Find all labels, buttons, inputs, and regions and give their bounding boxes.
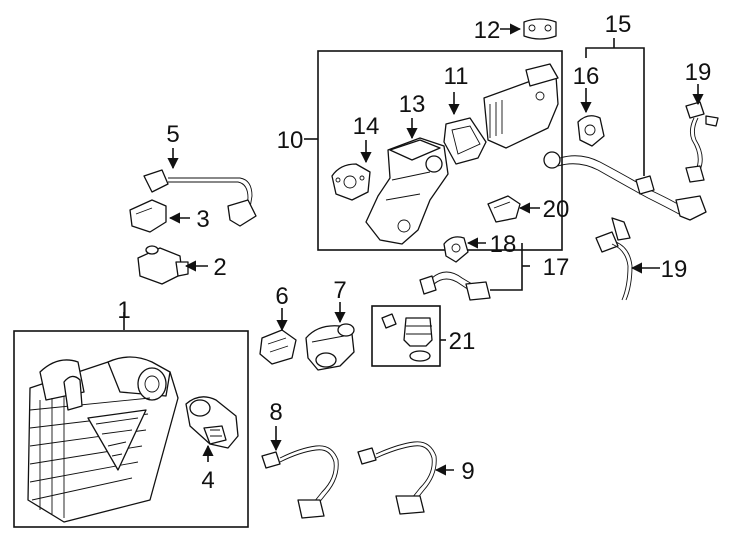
callout-6: 6 — [275, 283, 288, 310]
bracket-20 — [487, 195, 521, 223]
oxygen-sensor-9 — [357, 441, 437, 515]
callout-16: 16 — [573, 63, 600, 90]
callout-13: 13 — [399, 91, 426, 118]
gasket-14 — [331, 163, 371, 201]
callout-4: 4 — [201, 467, 214, 494]
callout-8: 8 — [269, 399, 282, 426]
callout-18: 18 — [490, 231, 517, 258]
bracket-3 — [129, 199, 167, 233]
callout-9: 9 — [461, 458, 474, 485]
purge-valve — [185, 396, 239, 449]
tube-17 — [419, 271, 491, 301]
egr-tube-15 — [543, 151, 707, 221]
canister-box — [13, 330, 249, 528]
callout-19-bottom: 19 — [661, 256, 688, 283]
callout-19-top: 19 — [685, 59, 712, 86]
pressure-sensor-2 — [137, 245, 189, 285]
sensor-19-bottom — [595, 217, 633, 301]
gasket-16 — [577, 115, 605, 147]
vapor-canister — [27, 356, 179, 523]
connector-6 — [259, 329, 297, 365]
callout-3: 3 — [196, 206, 209, 233]
callout-17: 17 — [543, 254, 570, 281]
egr-group-box — [317, 50, 563, 251]
fitting-21 — [381, 313, 433, 362]
sensor-harness-5 — [143, 169, 257, 227]
callout-5: 5 — [166, 121, 179, 148]
callout-14: 14 — [353, 113, 380, 140]
callout-11: 11 — [444, 63, 469, 90]
gasket-11 — [443, 117, 487, 165]
oxygen-sensor-8 — [261, 445, 339, 519]
gasket-12 — [523, 18, 557, 40]
valve-7 — [305, 323, 355, 371]
callout-15: 15 — [605, 11, 632, 38]
callout-12: 12 — [474, 17, 501, 44]
egr-valve-13 — [365, 137, 449, 245]
callout-7: 7 — [333, 277, 346, 304]
gasket-18 — [443, 236, 469, 263]
egr-cooler — [483, 63, 559, 149]
callout-20: 20 — [543, 196, 570, 223]
callout-21: 21 — [449, 328, 476, 355]
fitting-box — [371, 305, 441, 367]
sensor-19-top — [685, 101, 719, 183]
callout-1: 1 — [117, 297, 130, 324]
callout-2: 2 — [213, 254, 226, 281]
callout-10: 10 — [277, 127, 304, 154]
